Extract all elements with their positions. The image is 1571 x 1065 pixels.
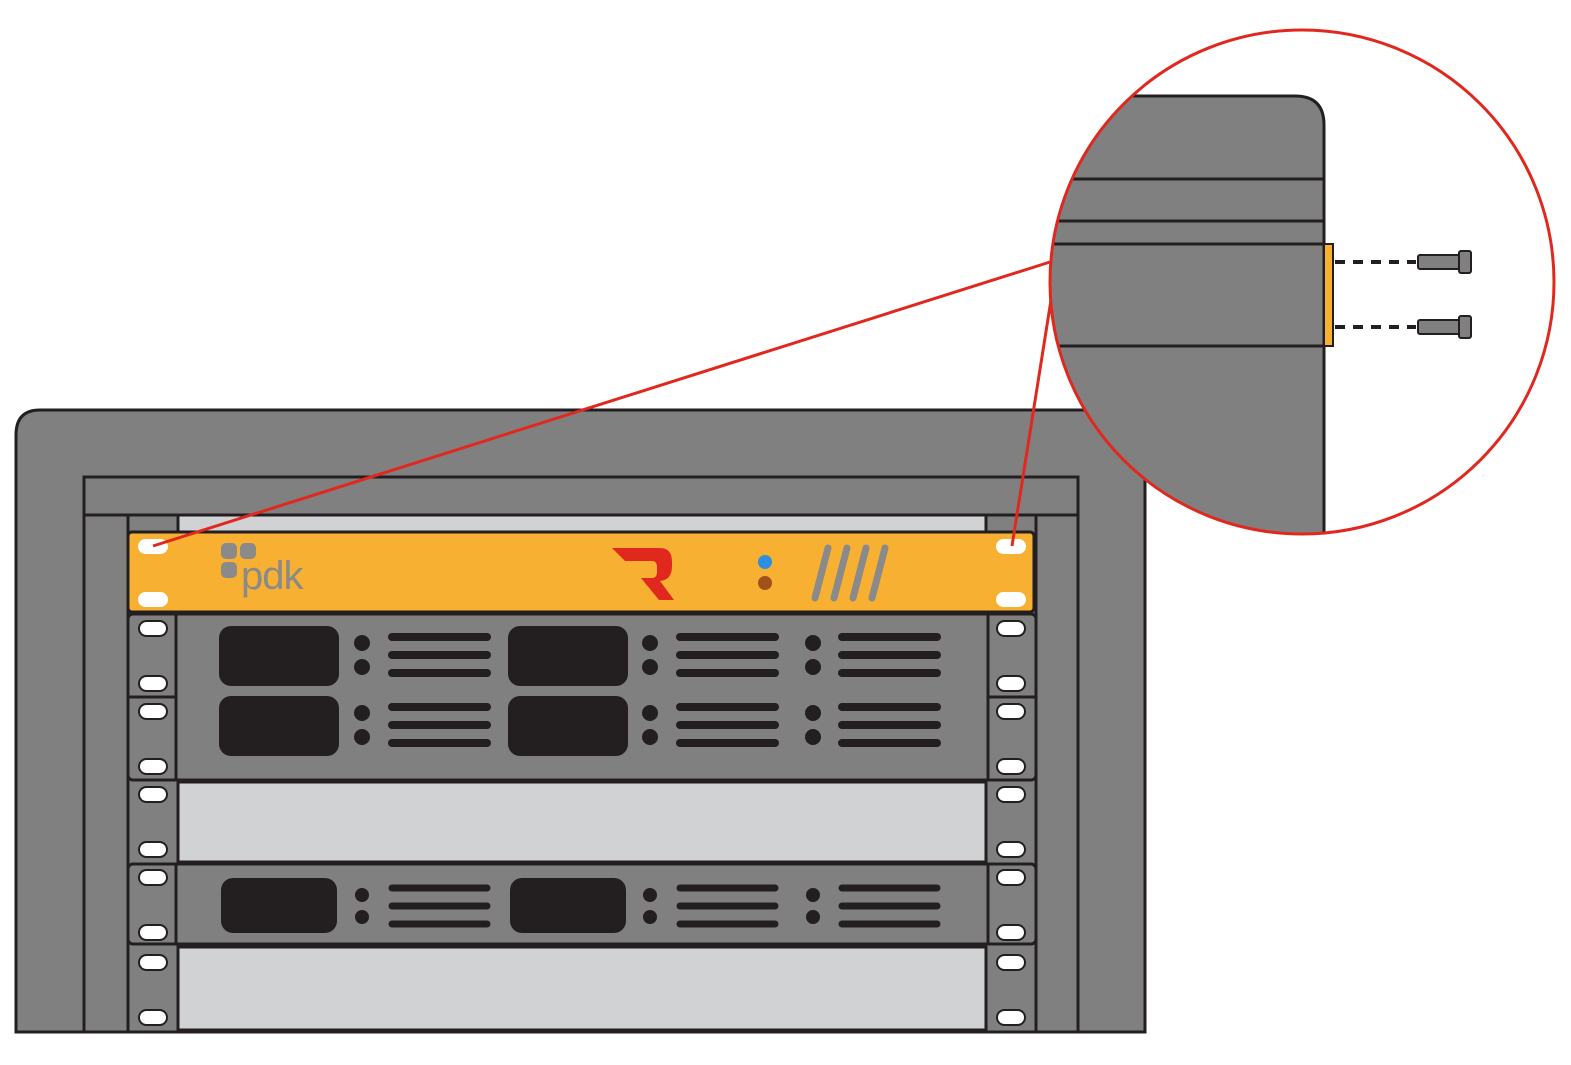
vent-lines (388, 633, 941, 747)
pdk-brand-text: pdk (241, 554, 304, 598)
mounting-ear-edge (1323, 243, 1334, 347)
pdk-controller: pdk (126, 530, 1036, 614)
zoom-circle-border (1048, 28, 1556, 536)
indicator-dots (355, 888, 820, 924)
blue-led-icon (758, 555, 772, 569)
vent-slashes-icon (811, 544, 889, 602)
red-r-logo-icon (612, 548, 674, 600)
server-2u (126, 612, 1038, 782)
callout-lines (152, 260, 1053, 548)
drive-bay (510, 878, 626, 933)
blank-panel (176, 945, 988, 1032)
drive-bay (508, 696, 628, 756)
drive-bay (219, 626, 339, 686)
zoom-callout (1048, 28, 1556, 536)
vent-lines (388, 884, 941, 928)
mounting-slots (138, 620, 1026, 1026)
screw-path-lines (1335, 260, 1416, 329)
server-1u (126, 862, 1038, 946)
drive-bay (219, 696, 339, 756)
mounting-screw-icon (1417, 315, 1472, 339)
pdk-logo-squares-icon (221, 543, 256, 578)
mounting-screw-icon (1417, 250, 1472, 274)
blank-panel (176, 780, 988, 864)
drive-bay (508, 626, 628, 686)
drive-bay (221, 878, 337, 933)
indicator-dots (354, 635, 821, 745)
orange-led-icon (758, 576, 772, 590)
